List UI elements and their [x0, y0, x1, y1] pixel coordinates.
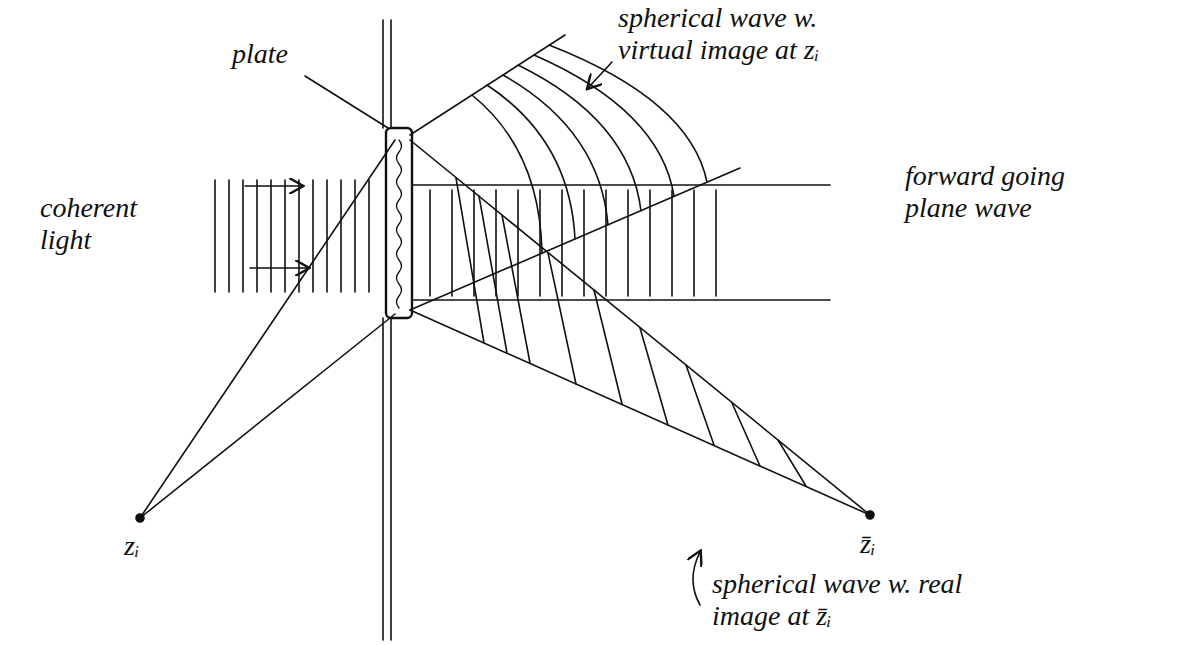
point-label: z̄ᵢ — [860, 528, 920, 560]
point-label: zᵢ — [124, 530, 184, 562]
source-label: coherent light — [40, 192, 170, 256]
wave-note: spherical wave w. real image at z̄ᵢ — [712, 568, 1012, 632]
wave-note: spherical wave w. virtual image at zᵢ — [618, 2, 878, 66]
wave-note: forward going plane wave — [905, 160, 1105, 224]
part-label: plate — [232, 38, 322, 70]
